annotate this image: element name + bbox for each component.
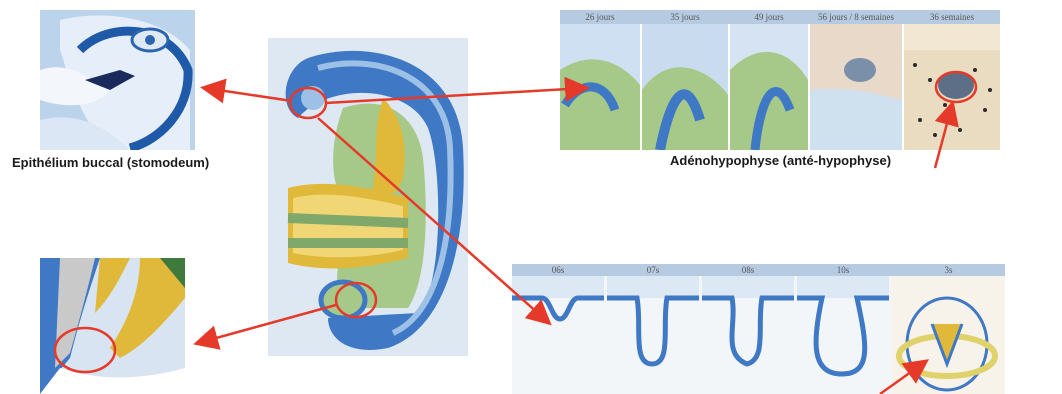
embryo-sagittal-diagram <box>268 38 468 356</box>
stage-label-4: 56 jours / 8 semaines <box>810 10 902 24</box>
stage-label-1: 26 jours <box>560 10 640 24</box>
stage-label-2: 35 jours <box>642 10 728 24</box>
adenohypophyse-caption: Adénohypophyse (anté-hypophyse) <box>670 153 891 168</box>
neural-tube-series: 06s 07s 08s 10s 3s <box>512 264 1005 394</box>
stomodeum-detail-image <box>40 10 195 150</box>
nt-stage-label-5: 3s <box>892 264 1005 276</box>
nt-stage-label-1: 06s <box>512 264 604 276</box>
adenohypophysis-series: 26 jours 35 jours 49 jours 56 jours / 8 … <box>560 10 1000 150</box>
nt-stage-label-3: 08s <box>702 264 794 276</box>
stage-label-3: 49 jours <box>730 10 808 24</box>
mouth-region-detail <box>40 258 185 394</box>
stage-label-5: 36 semaines <box>904 10 1000 24</box>
nt-stage-label-2: 07s <box>607 264 699 276</box>
nt-stage-label-4: 10s <box>797 264 889 276</box>
stomodeum-caption: Epithélium buccal (stomodeum) <box>12 155 209 170</box>
